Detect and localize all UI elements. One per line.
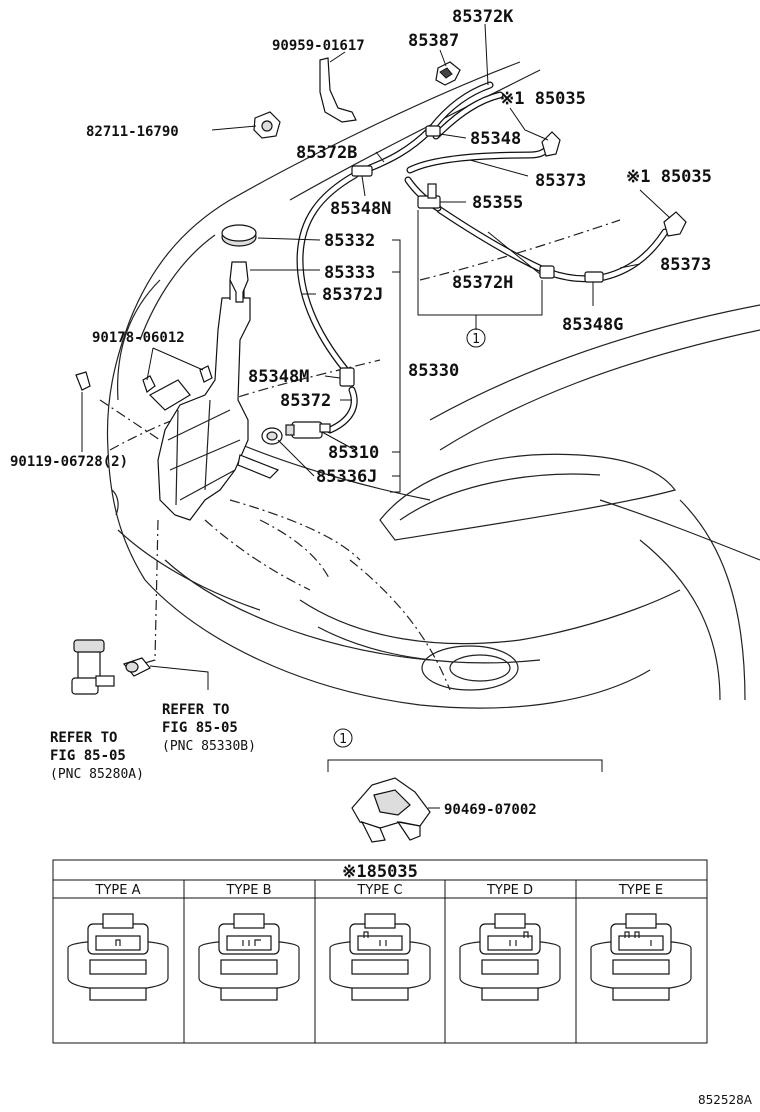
car-body-outline <box>99 61 760 709</box>
label-85372B: 85372B <box>296 143 357 163</box>
clip-85387 <box>435 61 461 86</box>
label-85348M: 85348M <box>248 367 309 387</box>
nozzle-type-e <box>590 913 692 1001</box>
label-90469-07002: 90469-07002 <box>444 802 537 818</box>
svg-text:REFER TO: REFER TO <box>50 730 117 746</box>
label-85035-upper: ※1 85035 <box>500 89 586 109</box>
part-labels: 85372K 90959-01617 85387 ※1 85035 82711-… <box>10 7 712 818</box>
leader-lines <box>81 23 671 809</box>
label-85332: 85332 <box>324 231 375 251</box>
label-90959-01617: 90959-01617 <box>272 38 365 54</box>
refer-note-left: REFER TO FIG 85-05 (PNC 85280A) <box>50 730 144 782</box>
svg-text:FIG 85-05: FIG 85-05 <box>50 748 126 764</box>
label-85372J: 85372J <box>322 285 383 305</box>
svg-text:FIG 85-05: FIG 85-05 <box>162 720 238 736</box>
callout-1-lower: 1 <box>339 732 347 747</box>
label-90178-06012: 90178-06012 <box>92 330 185 346</box>
hose-lines <box>296 81 669 434</box>
tank-85330 <box>149 267 280 521</box>
svg-text:(PNC 85280A): (PNC 85280A) <box>50 767 144 782</box>
nozzle-type-a <box>67 913 169 1001</box>
label-85372H: 85372H <box>452 273 513 293</box>
callout-1-upper: 1 <box>472 332 480 347</box>
label-85372K: 85372K <box>452 7 514 27</box>
nozzle-type-c <box>329 913 431 1001</box>
nozzle-85035-upper <box>541 131 561 157</box>
label-85387: 85387 <box>408 31 459 51</box>
type-b-header: TYPE B <box>226 883 272 898</box>
label-90119-06728: 90119-06728(2) <box>10 454 128 470</box>
type-d-header: TYPE D <box>486 883 533 898</box>
pump-85310 <box>285 421 331 439</box>
nozzle-type-b <box>198 913 300 1001</box>
label-82711-16790: 82711-16790 <box>86 124 179 140</box>
label-85348G: 85348G <box>562 315 623 335</box>
motor-85280A <box>71 639 151 695</box>
clip-90959 <box>319 57 357 123</box>
label-85333: 85333 <box>324 263 375 283</box>
label-85336J: 85336J <box>316 467 377 487</box>
type-table-title: ※185035 <box>342 862 418 882</box>
svg-text:(PNC 85330B): (PNC 85330B) <box>162 739 256 754</box>
type-c-header: TYPE C <box>356 883 402 898</box>
label-85035-lower: ※1 85035 <box>626 167 712 187</box>
filler-85333 <box>229 261 249 303</box>
clip-90469 <box>351 777 431 843</box>
label-85373-lower: 85373 <box>660 255 711 275</box>
joints <box>75 125 604 393</box>
callout-circle-lower <box>333 728 353 748</box>
clamp-82711 <box>253 111 281 139</box>
label-85373-upper: 85373 <box>535 171 586 191</box>
grommet-85336J <box>261 427 283 445</box>
label-85330: 85330 <box>408 361 459 381</box>
label-85310: 85310 <box>328 443 379 463</box>
refer-note-right: REFER TO FIG 85-05 (PNC 85330B) <box>162 702 256 754</box>
label-85348: 85348 <box>470 129 521 149</box>
drawing-code: 852528A <box>698 1093 753 1107</box>
type-e-header: TYPE E <box>618 883 663 898</box>
nozzle-type-d <box>459 913 561 1001</box>
label-85372: 85372 <box>280 391 331 411</box>
svg-text:REFER TO: REFER TO <box>162 702 229 718</box>
type-a-header: TYPE A <box>95 883 141 898</box>
type-illustrations <box>67 913 692 1001</box>
label-85355: 85355 <box>472 193 523 213</box>
type-table: ※185035 TYPE A TYPE B TYPE C TYPE D TYPE… <box>52 859 708 1044</box>
callout-circle-upper <box>466 328 486 348</box>
cap-85332 <box>221 224 257 247</box>
label-85348N: 85348N <box>330 199 391 219</box>
